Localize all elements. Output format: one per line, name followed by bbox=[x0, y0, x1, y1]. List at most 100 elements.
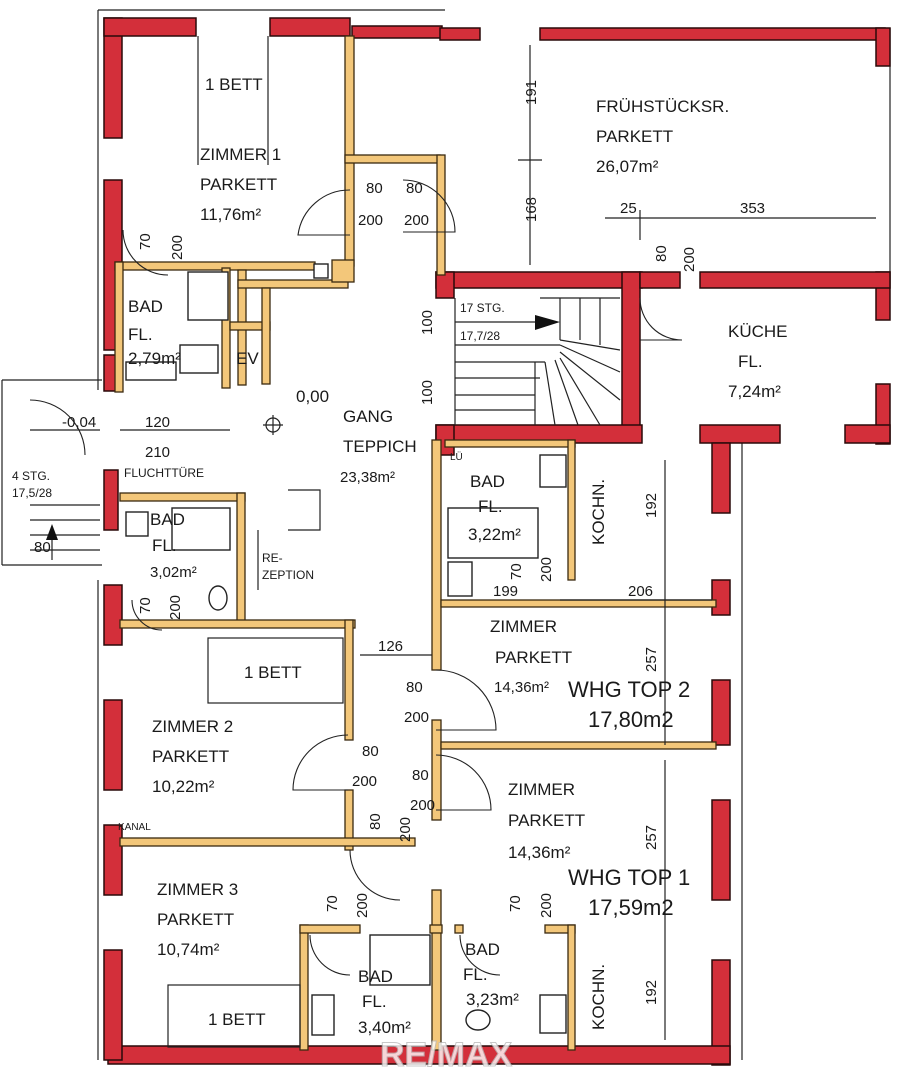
stairs bbox=[46, 297, 621, 560]
zimmer1-floor: PARKETT bbox=[200, 175, 277, 194]
dim-bad3-200: 200 bbox=[354, 893, 371, 918]
zimmer3-name: ZIMMER 3 bbox=[157, 880, 238, 899]
stair-outer-line2: 17,5/28 bbox=[12, 486, 52, 500]
bad3-area: 3,40m² bbox=[358, 1018, 411, 1037]
unit-top2-name: WHG TOP 2 bbox=[568, 677, 690, 702]
gang-area: 23,38m² bbox=[340, 469, 395, 486]
zimmer2-bed-label: 1 BETT bbox=[244, 663, 302, 682]
bad-top1-floor: FL. bbox=[463, 965, 488, 984]
bad1-area: 2,79m² bbox=[128, 349, 181, 368]
dim-191: 191 bbox=[523, 80, 540, 105]
fruehstueck-floor: PARKETT bbox=[596, 127, 673, 146]
zimmer1-area: 11,76m² bbox=[200, 205, 261, 224]
zimmer-top2-name: ZIMMER bbox=[490, 617, 557, 636]
fixtures bbox=[125, 36, 567, 1048]
bad-top1-name: BAD bbox=[465, 940, 500, 959]
unit-top1-area: 17,59m2 bbox=[588, 895, 674, 920]
bad-left-floor: FL. bbox=[152, 536, 177, 555]
zimmer-top1-floor: PARKETT bbox=[508, 811, 585, 830]
bad-top2-name: BAD bbox=[470, 472, 505, 491]
dim-kueche-200: 200 bbox=[681, 247, 698, 272]
interior-red-walls bbox=[435, 271, 891, 456]
dim-bad3-70: 70 bbox=[324, 895, 341, 912]
zimmer2-name: ZIMMER 2 bbox=[152, 717, 233, 736]
dim-25: 25 bbox=[620, 200, 637, 217]
dim-top2-199: 199 bbox=[493, 583, 518, 600]
rezeption-line1: RE- bbox=[262, 551, 283, 565]
kueche-name: KÜCHE bbox=[728, 322, 788, 341]
fruehstueck-area: 26,07m² bbox=[596, 157, 659, 176]
dim-top1-door-80: 80 bbox=[412, 767, 429, 784]
dim-z2-80: 80 bbox=[362, 743, 379, 760]
dim-bad-left-70: 70 bbox=[137, 597, 154, 614]
dimension-lines bbox=[30, 45, 876, 1040]
gang-name: GANG bbox=[343, 407, 393, 426]
zimmer2-floor: PARKETT bbox=[152, 747, 229, 766]
zimmer-top1-area: 14,36m² bbox=[508, 843, 571, 862]
stair-inner-line2: 17,7/28 bbox=[460, 329, 500, 343]
fruehstueck-name: FRÜHSTÜCKSR. bbox=[596, 97, 729, 116]
dim-entry-80: 80 bbox=[34, 539, 51, 556]
bad-top1-area: 3,23m² bbox=[466, 990, 519, 1009]
dim-stair-100a: 100 bbox=[419, 310, 436, 335]
dim-kueche-80: 80 bbox=[653, 245, 670, 262]
dim-z1-80: 80 bbox=[366, 180, 383, 197]
dim-top1-192: 192 bbox=[643, 980, 660, 1005]
watermark-logo: RE/MAX bbox=[380, 1036, 513, 1074]
zimmer2-area: 10,22m² bbox=[152, 777, 215, 796]
zimmer1-name: ZIMMER 1 bbox=[200, 145, 281, 164]
dim-top2-206: 206 bbox=[628, 583, 653, 600]
entry-level-label: -0,04 bbox=[62, 414, 96, 431]
unit-top2-area: 17,80m2 bbox=[588, 707, 674, 732]
bad-left-area: 3,02m² bbox=[150, 564, 197, 581]
kochn-top2-label: KOCHN. bbox=[589, 479, 608, 545]
dim-z1-200: 200 bbox=[358, 212, 383, 229]
zimmer-top2-floor: PARKETT bbox=[495, 648, 572, 667]
bad-top2-lo: LÜ bbox=[450, 451, 463, 463]
dim-bad-top1-200: 200 bbox=[538, 893, 555, 918]
dim-z2-200: 200 bbox=[352, 773, 377, 790]
dim-top2-bad-200: 200 bbox=[538, 557, 555, 582]
bad3-floor: FL. bbox=[362, 992, 387, 1011]
bad1-name: BAD bbox=[128, 297, 163, 316]
dim-z3-200: 200 bbox=[397, 817, 414, 842]
zimmer3-floor: PARKETT bbox=[157, 910, 234, 929]
ev-label: EV bbox=[236, 349, 259, 368]
dim-top2-door-80: 80 bbox=[406, 679, 423, 696]
zimmer-top2-area: 14,36m² bbox=[494, 679, 549, 696]
kueche-area: 7,24m² bbox=[728, 382, 781, 401]
dim-gang-200: 200 bbox=[404, 212, 429, 229]
bad-top2-floor: FL. bbox=[478, 497, 503, 516]
bad-left-name: BAD bbox=[150, 510, 185, 529]
dim-entry-210: 210 bbox=[145, 444, 170, 461]
bad-top2-area: 3,22m² bbox=[468, 525, 521, 544]
dim-top2-bad-70: 70 bbox=[508, 563, 525, 580]
gang-level: 0,00 bbox=[296, 387, 329, 406]
zimmer3-bed-label: 1 BETT bbox=[208, 1010, 266, 1029]
dim-gang-126: 126 bbox=[378, 638, 403, 655]
dim-entry-120: 120 bbox=[145, 414, 170, 431]
labels: 1 BETT ZIMMER 1 PARKETT 11,76m² FRÜHSTÜC… bbox=[12, 75, 788, 1075]
dim-z1-200v: 200 bbox=[169, 235, 186, 260]
zimmer-top1-name: ZIMMER bbox=[508, 780, 575, 799]
dim-bad-top1-70: 70 bbox=[507, 895, 524, 912]
dim-top1-257: 257 bbox=[643, 825, 660, 850]
zimmer1-bed-label: 1 BETT bbox=[205, 75, 263, 94]
kanal-label: KANAL bbox=[118, 822, 151, 833]
dim-gang-80: 80 bbox=[406, 180, 423, 197]
dim-top1-door-200: 200 bbox=[410, 797, 435, 814]
rezeption-line2: ZEPTION bbox=[262, 568, 314, 582]
bad1-floor: FL. bbox=[128, 325, 153, 344]
dim-353: 353 bbox=[740, 200, 765, 217]
unit-top1-name: WHG TOP 1 bbox=[568, 865, 690, 890]
kueche-floor: FL. bbox=[738, 352, 763, 371]
zimmer3-area: 10,74m² bbox=[157, 940, 220, 959]
kochn-top1-label: KOCHN. bbox=[589, 964, 608, 1030]
dim-top2-257: 257 bbox=[643, 647, 660, 672]
gang-floor: TEPPICH bbox=[343, 437, 417, 456]
window-lines bbox=[1, 9, 891, 1060]
interior-yellow-walls bbox=[114, 35, 717, 1051]
dim-168: 168 bbox=[523, 197, 540, 222]
dim-top2-192: 192 bbox=[643, 493, 660, 518]
